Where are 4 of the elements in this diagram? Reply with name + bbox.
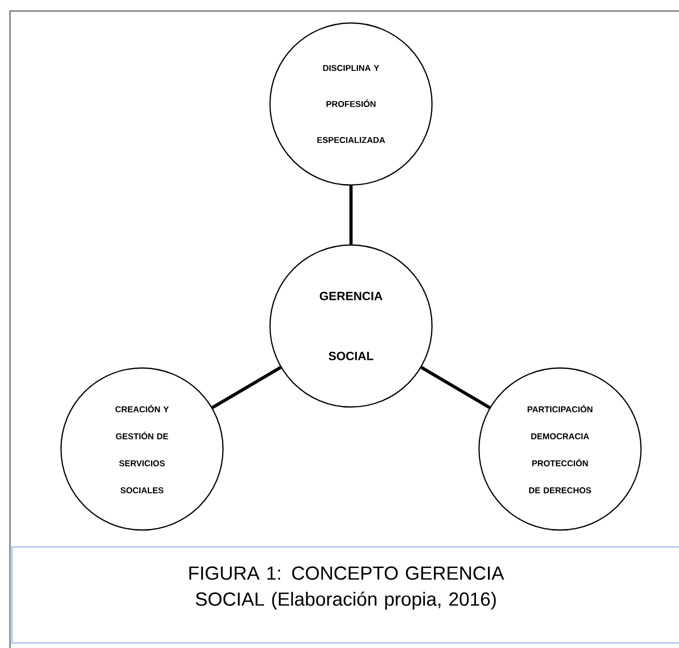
connector-line (349, 186, 353, 244)
connector-line (212, 366, 282, 409)
caption-box: FIGURA 1: CONCEPTO GERENCIA SOCIAL (Elaboración propia, 2016) (12, 546, 679, 644)
connector-line (420, 366, 490, 409)
